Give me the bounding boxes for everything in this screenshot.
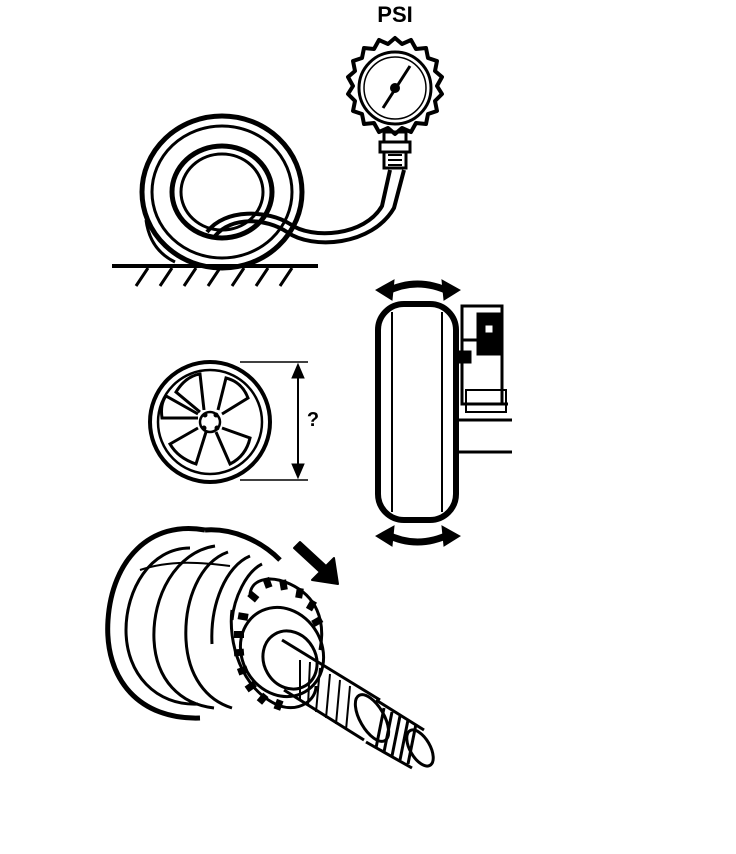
tire-front-view <box>375 301 459 523</box>
cv-joint <box>105 526 435 770</box>
alloy-wheel <box>148 360 272 484</box>
abs-tone-ring <box>229 576 324 711</box>
tire-side-view <box>139 113 305 271</box>
gauge-unit-label: PSI <box>377 2 412 27</box>
wheel-diameter-dimension <box>240 361 308 481</box>
tire-play-check <box>375 279 512 547</box>
tire-pressure-check <box>112 36 444 287</box>
pointer-arrow-icon-top <box>375 279 461 301</box>
pressure-gauge-icon <box>346 36 444 170</box>
suspension-detail <box>452 304 512 454</box>
gauge-hose <box>205 169 406 245</box>
pointer-arrow-icon-bottom <box>375 525 461 547</box>
wheel-size-question-label: ? <box>307 409 319 431</box>
wheel-spokes <box>160 372 252 467</box>
cv-joint-collar <box>238 605 326 699</box>
cv-joint-housing <box>105 526 282 721</box>
threaded-end <box>365 698 435 770</box>
pointer-arrow-icon <box>293 541 339 585</box>
ground-line <box>112 264 318 287</box>
